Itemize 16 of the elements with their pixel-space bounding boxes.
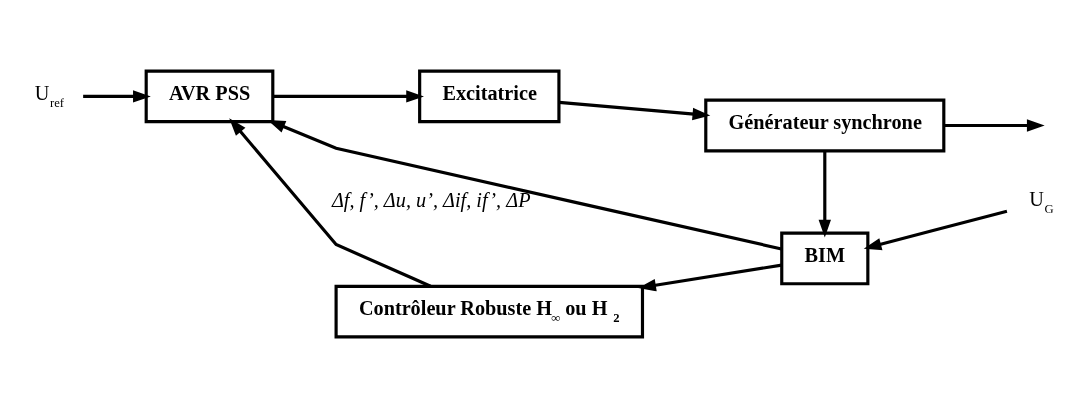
arrow — [229, 118, 432, 288]
arrow — [818, 151, 832, 238]
node-box: AVR PSS — [144, 69, 275, 124]
arrow — [559, 100, 711, 121]
arrow — [944, 119, 1045, 132]
arrow — [863, 209, 1008, 251]
arrow — [638, 263, 782, 292]
edge-label: Δf, f’, Δu, u’, Δif, if’, ΔP — [331, 189, 531, 212]
node-box: Générateur synchrone — [704, 98, 946, 153]
node-box: Excitatrice — [418, 69, 561, 124]
node-box: BIM — [780, 231, 870, 286]
node-box: Contrôleur Robuste H$_{∞}$ ou H$_{2}$ — [334, 284, 645, 339]
node-text: U$_{ref}$ — [34, 81, 65, 110]
arrow — [273, 90, 424, 103]
arrow — [83, 90, 151, 103]
node-text: U$_{G}$ — [1029, 188, 1054, 217]
